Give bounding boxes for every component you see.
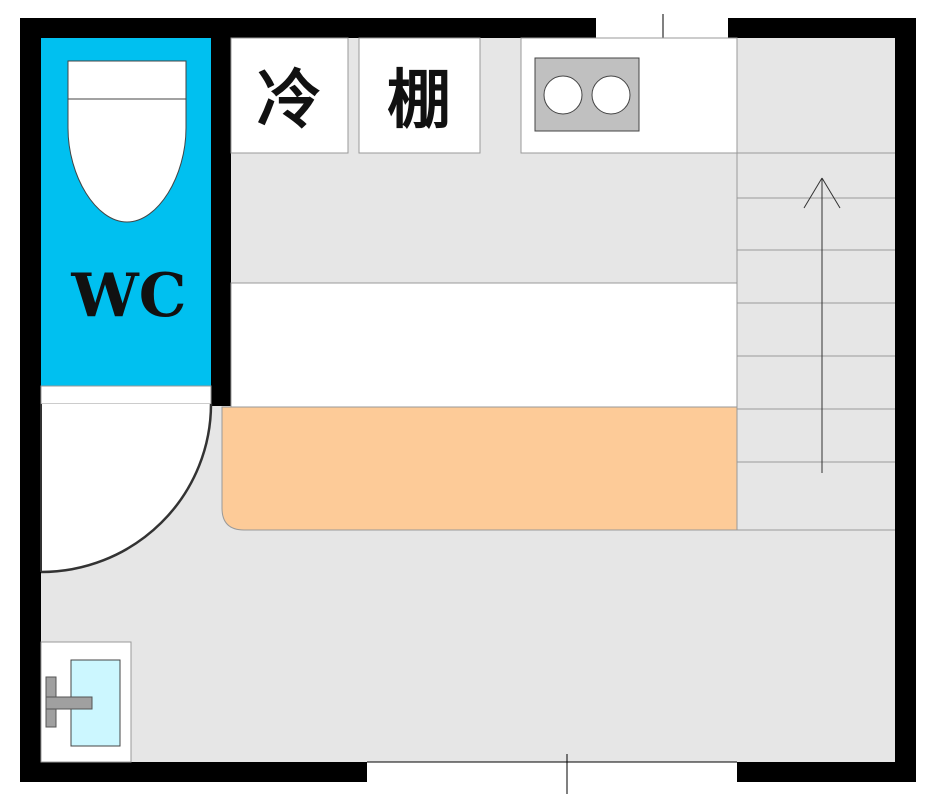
staircase[interactable] xyxy=(736,38,895,531)
toilet-bowl-icon xyxy=(67,60,187,223)
toilet-partition-wall xyxy=(211,38,231,406)
fridge xyxy=(230,37,349,154)
shelf xyxy=(358,37,481,154)
two-burner-stove-icon xyxy=(534,57,640,132)
wash-basin-icon xyxy=(45,659,121,747)
fridge-label: 冷 xyxy=(257,63,321,138)
shelf-label: 棚 xyxy=(387,63,451,138)
counter xyxy=(221,406,738,531)
door-frame xyxy=(40,385,212,405)
window-bottom xyxy=(367,754,737,794)
toilet-label: WC xyxy=(70,261,186,331)
loft-area xyxy=(230,282,738,408)
door-swing-icon[interactable] xyxy=(40,403,213,574)
staircase-up-arrow-icon xyxy=(803,177,841,473)
